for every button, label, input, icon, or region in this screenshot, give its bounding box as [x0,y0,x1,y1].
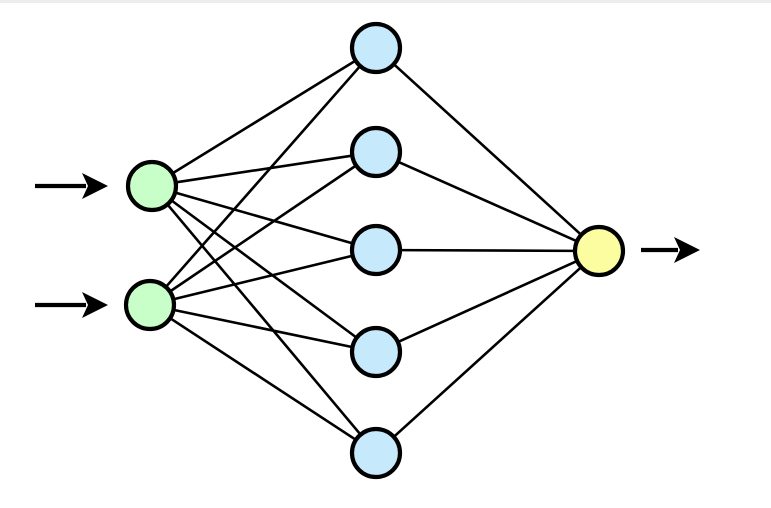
output-arrow-1 [641,237,700,263]
io-arrows-group [35,173,700,318]
hidden-node-2[interactable] [349,125,403,179]
connection-edges-group [165,59,582,441]
top-edge-strip [0,0,771,3]
output-node-1[interactable] [572,224,626,278]
connection-edge [170,199,358,339]
input-arrow-2-head [82,292,108,318]
neuron-nodes-group [123,21,626,480]
input-arrow-2 [35,292,108,318]
hidden-node-1[interactable] [349,21,403,75]
connection-edge [169,317,357,441]
connection-edge [175,154,353,184]
connection-edge [172,59,356,175]
connection-edge [399,248,576,253]
output-arrow-1-head [674,237,700,263]
connection-edge [174,191,354,245]
input-node-1[interactable] [125,159,179,213]
input-arrow-1-head [82,173,108,199]
connection-edge [397,160,578,243]
connection-edge [169,164,357,293]
hidden-node-5[interactable] [349,426,403,480]
connection-edge [173,254,353,301]
connection-edge [393,266,582,438]
connection-edge [165,65,361,288]
connection-edge [397,260,578,343]
input-node-2[interactable] [123,278,177,332]
input-arrow-1 [35,173,108,199]
connection-edge [173,308,353,349]
hidden-node-4[interactable] [349,325,403,379]
connection-edge [166,204,362,435]
hidden-node-3[interactable] [349,223,403,277]
connection-edge [393,63,582,236]
